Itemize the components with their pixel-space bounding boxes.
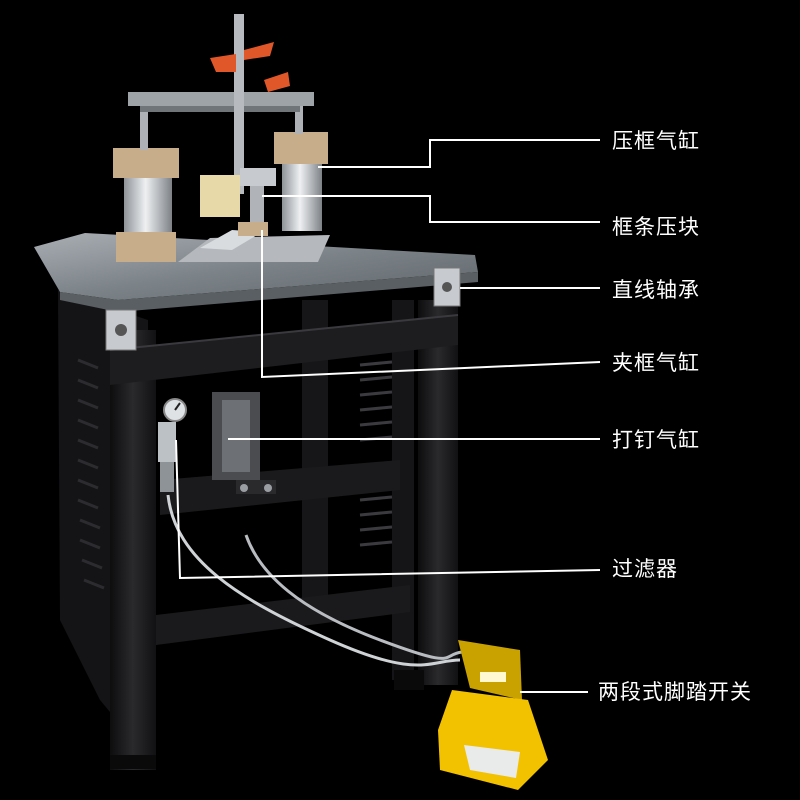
foot-pedal: [438, 640, 548, 790]
label-filter: 过滤器: [612, 557, 678, 581]
leader-clamp-frame-cylinder: [261, 230, 601, 379]
upper-mechanism: [113, 14, 328, 262]
leader-filter: [175, 439, 601, 580]
label-clamp-frame-cylinder: 夹框气缸: [612, 351, 700, 375]
label-two-stage-foot-switch: 两段式脚踏开关: [598, 680, 752, 704]
stand-frame: [58, 290, 463, 770]
leader-frame-strip-press-block: [262, 195, 600, 223]
leader-lines: [175, 139, 601, 693]
label-press-frame-cylinder: 压框气缸: [612, 129, 700, 153]
label-frame-strip-press-block: 框条压块: [612, 215, 700, 239]
label-linear-bearing: 直线轴承: [612, 278, 700, 302]
leader-press-frame-cylinder: [318, 139, 600, 168]
filter-regulator: [158, 398, 187, 492]
right-louvers: [359, 360, 393, 547]
label-nailing-cylinder: 打钉气缸: [612, 428, 700, 452]
left-louvers: [77, 358, 105, 590]
linear-bearing-blocks: [105, 267, 461, 351]
